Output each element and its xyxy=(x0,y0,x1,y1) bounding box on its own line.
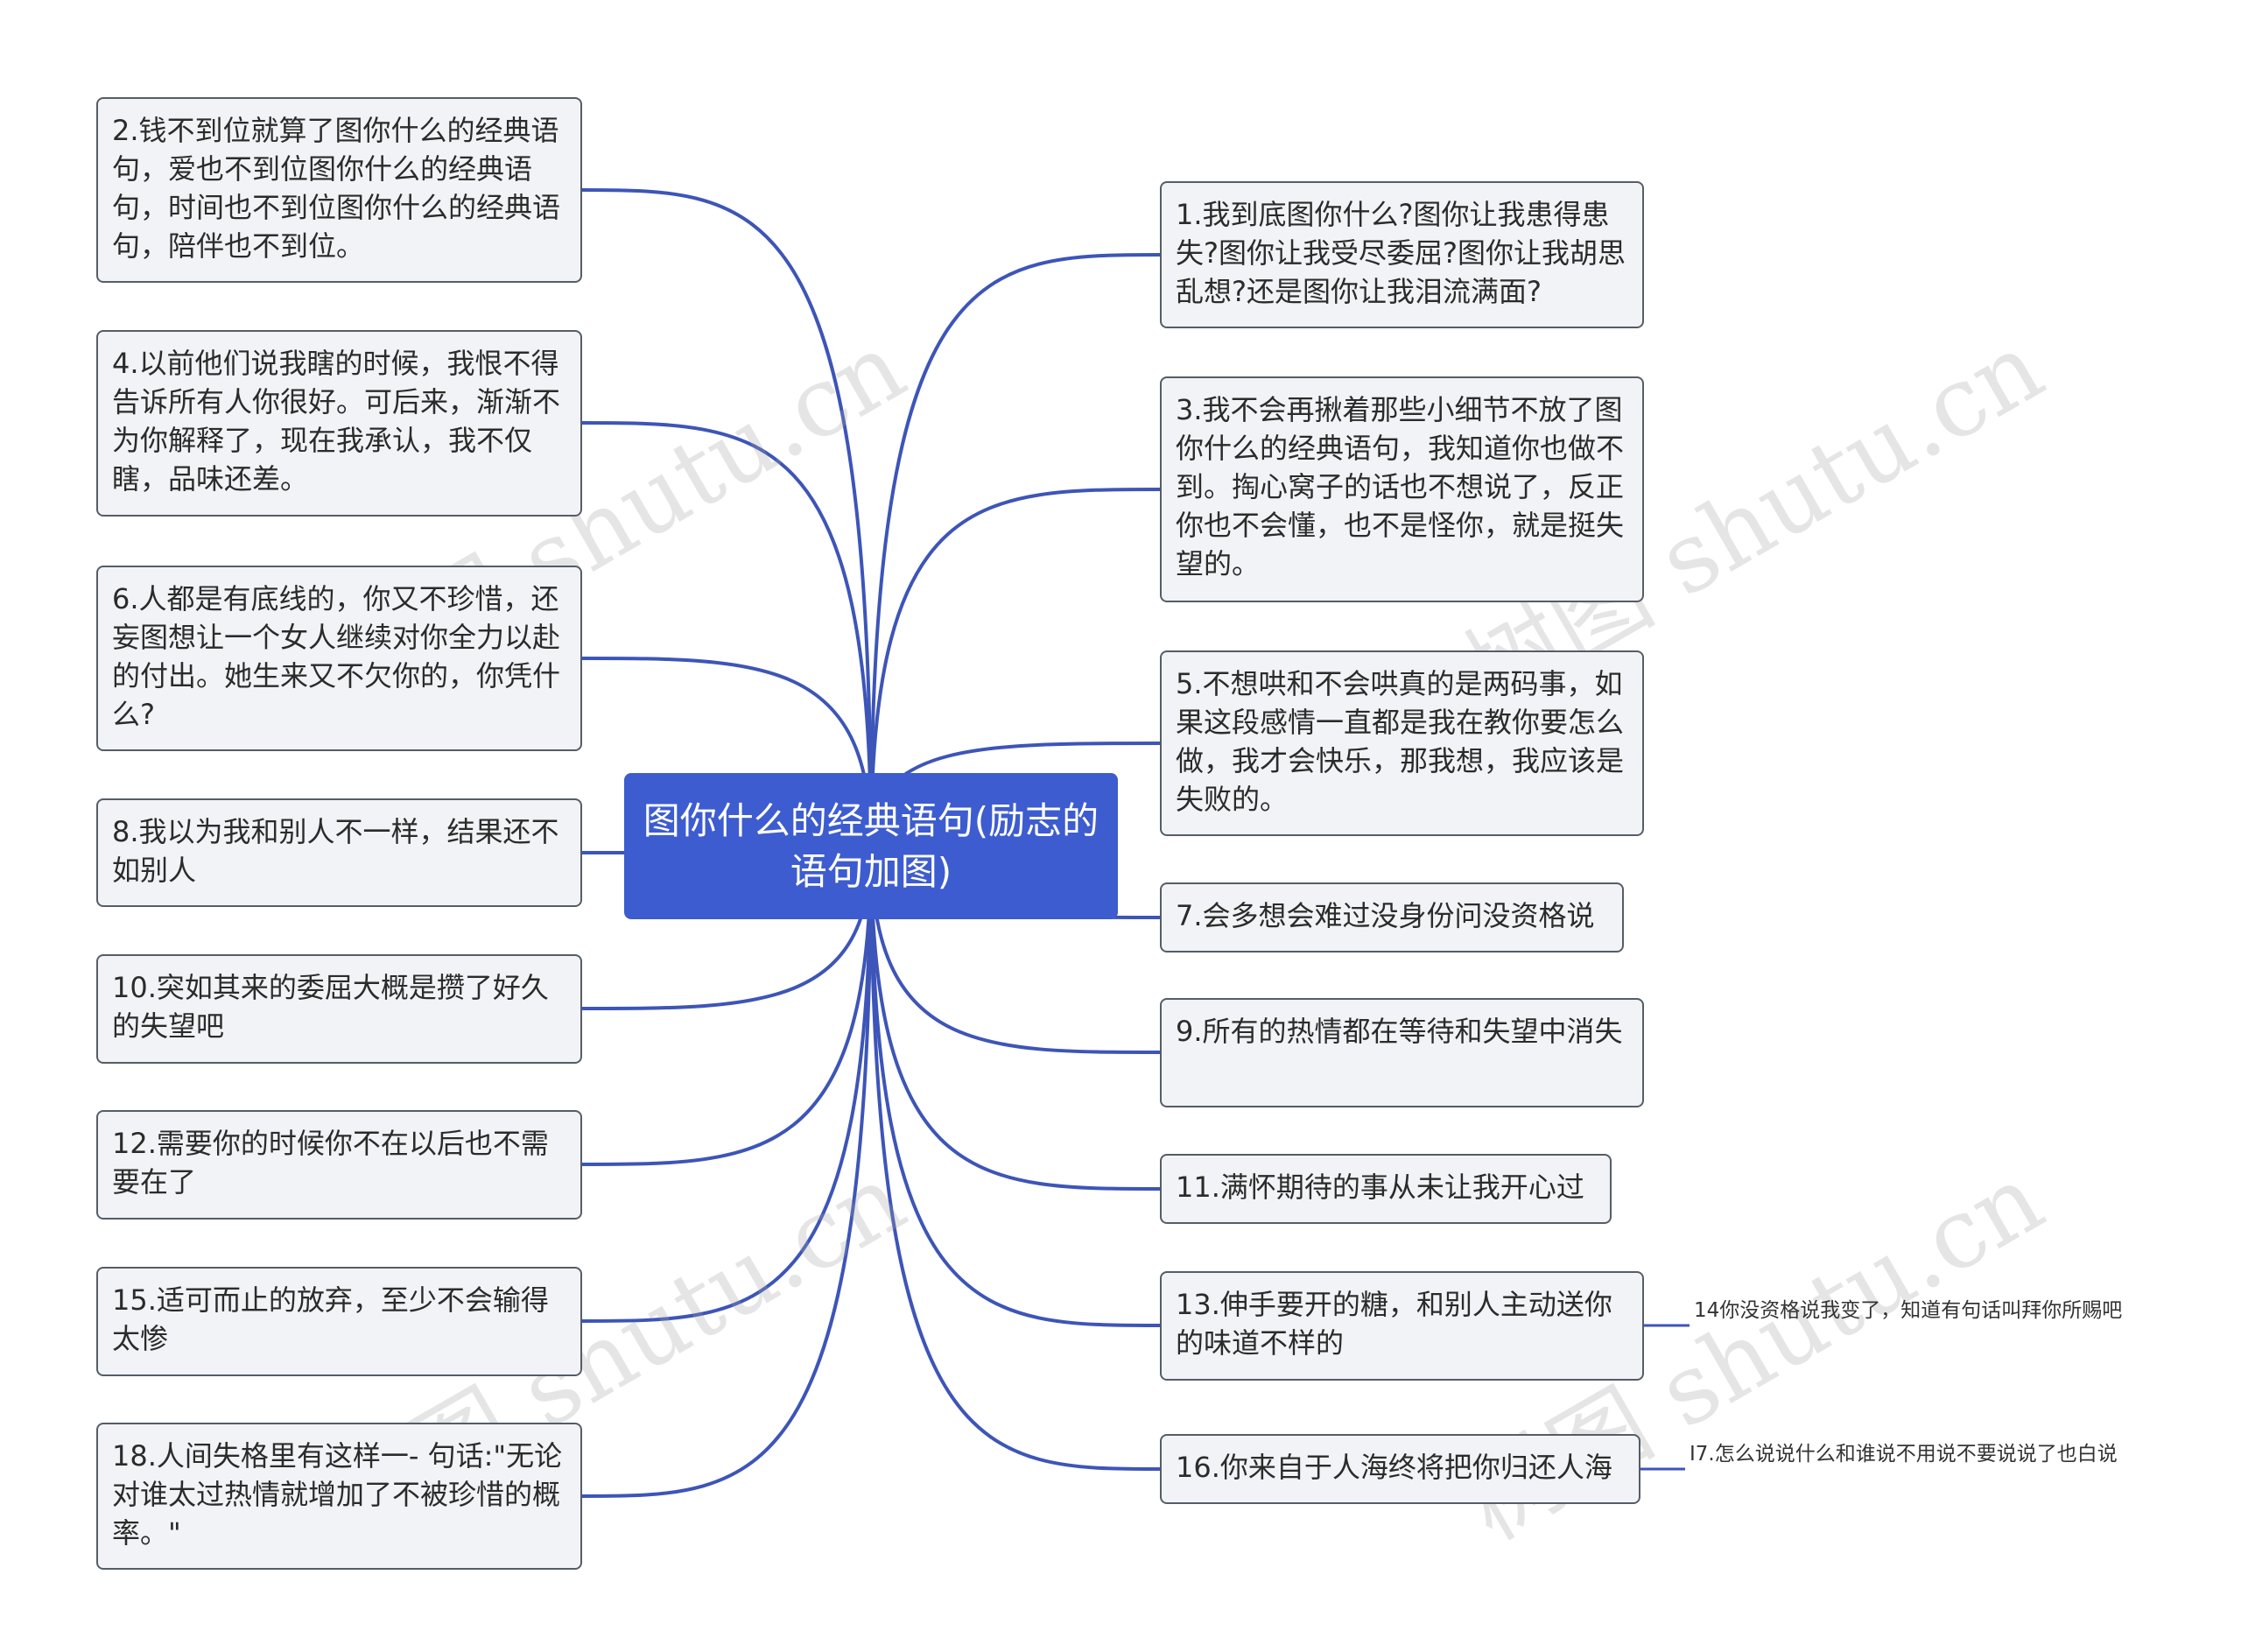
right-branch-edge xyxy=(869,845,1161,1327)
right-branch-edge xyxy=(869,253,1161,847)
left-branch-edge xyxy=(581,845,873,1498)
topic-label: 2.钱不到位就算了图你什么的经典语句，爱也不到位图你什么的经典语句，时间也不到位… xyxy=(112,114,561,263)
right-branch-edge xyxy=(869,845,1161,1191)
topic-label: 11.满怀期待的事从未让我开心过 xyxy=(1176,1170,1584,1204)
right-branch-edge xyxy=(869,845,1161,1471)
topic-label: 3.我不会再揪着那些小细节不放了图你什么的经典语句，我知道你也做不到。掏心窝子的… xyxy=(1176,393,1625,580)
subtopic-node-14[interactable]: 14你没资格说我变了，知道有句话叫拜你所赐吧 xyxy=(1694,1297,2149,1355)
topic-label: 10.突如其来的委屈大概是攒了好久的失望吧 xyxy=(112,971,549,1043)
topic-label: 13.伸手要开的糖，和别人主动送你的味道不样的 xyxy=(1176,1288,1612,1360)
root-topic[interactable]: 图你什么的经典语句(励志的语句加图) xyxy=(624,773,1118,919)
topic-label: 18.人间失格里有这样一- 句话:"无论对谁太过热情就增加了不被珍惜的概率。" xyxy=(112,1439,563,1550)
topic-label: 16.你来自于人海终将把你归还人海 xyxy=(1176,1451,1612,1484)
left-branch-edge xyxy=(581,421,873,847)
topic-node-4[interactable]: 4.以前他们说我瞎的时候，我恨不得告诉所有人你很好。可后来，渐渐不为你解释了，现… xyxy=(96,330,582,517)
topic-node-2[interactable]: 2.钱不到位就算了图你什么的经典语句，爱也不到位图你什么的经典语句，时间也不到位… xyxy=(96,97,582,283)
topic-node-3[interactable]: 3.我不会再揪着那些小细节不放了图你什么的经典语句，我知道你也做不到。掏心窝子的… xyxy=(1160,376,1644,602)
topic-node-1[interactable]: 1.我到底图你什么?图你让我患得患失?图你让我受尽委屈?图你让我胡思乱想?还是图… xyxy=(1160,181,1644,328)
topic-node-18[interactable]: 18.人间失格里有这样一- 句话:"无论对谁太过热情就增加了不被珍惜的概率。" xyxy=(96,1423,582,1570)
subtopic-label: 14你没资格说我变了，知道有句话叫拜你所赐吧 xyxy=(1694,1299,2123,1322)
topic-node-16[interactable]: 16.你来自于人海终将把你归还人海 xyxy=(1160,1434,1640,1504)
topic-label: 8.我以为我和别人不一样，结果还不如别人 xyxy=(112,815,559,887)
topic-node-7[interactable]: 7.会多想会难过没身份问没资格说 xyxy=(1160,882,1624,953)
root-topic-label: 图你什么的经典语句(励志的语句加图) xyxy=(643,798,1099,893)
topic-node-8[interactable]: 8.我以为我和别人不一样，结果还不如别人 xyxy=(96,798,582,907)
topic-label: 6.人都是有底线的，你又不珍惜，还妄图想让一个女人继续对你全力以赴的付出。她生来… xyxy=(112,582,561,731)
topic-node-12[interactable]: 12.需要你的时候你不在以后也不需要在了 xyxy=(96,1110,582,1220)
topic-label: 1.我到底图你什么?图你让我患得患失?图你让我受尽委屈?图你让我胡思乱想?还是图… xyxy=(1176,198,1626,308)
topic-label: 7.会多想会难过没身份问没资格说 xyxy=(1176,899,1595,932)
topic-node-15[interactable]: 15.适可而止的放弃，至少不会输得太惨 xyxy=(96,1267,582,1376)
topic-node-9[interactable]: 9.所有的热情都在等待和失望中消失 xyxy=(1160,998,1644,1107)
topic-label: 4.以前他们说我瞎的时候，我恨不得告诉所有人你很好。可后来，渐渐不为你解释了，现… xyxy=(112,347,561,496)
topic-label: 12.需要你的时候你不在以后也不需要在了 xyxy=(112,1127,549,1199)
topic-node-13[interactable]: 13.伸手要开的糖，和别人主动送你的味道不样的 xyxy=(1160,1271,1644,1381)
right-branch-edge xyxy=(869,488,1161,847)
topic-node-11[interactable]: 11.满怀期待的事从未让我开心过 xyxy=(1160,1154,1612,1224)
left-branch-edge xyxy=(581,845,873,1166)
left-branch-edge xyxy=(581,845,873,1323)
topic-node-5[interactable]: 5.不想哄和不会哄真的是两码事，如果这段感情一直都是我在教你要怎么做，我才会快乐… xyxy=(1160,650,1644,836)
topic-label: 5.不想哄和不会哄真的是两码事，如果这段感情一直都是我在教你要怎么做，我才会快乐… xyxy=(1176,667,1625,816)
subtopic-node-17[interactable]: I7.怎么说说什么和谁说不用说不要说说了也白说 xyxy=(1690,1441,2145,1499)
topic-label: 15.适可而止的放弃，至少不会输得太惨 xyxy=(112,1283,549,1355)
topic-node-10[interactable]: 10.突如其来的委屈大概是攒了好久的失望吧 xyxy=(96,954,582,1064)
topic-label: 9.所有的热情都在等待和失望中消失 xyxy=(1176,1015,1623,1048)
topic-node-6[interactable]: 6.人都是有底线的，你又不珍惜，还妄图想让一个女人继续对你全力以赴的付出。她生来… xyxy=(96,566,582,751)
left-branch-edge xyxy=(581,188,873,847)
subtopic-label: I7.怎么说说什么和谁说不用说不要说说了也白说 xyxy=(1690,1443,2118,1466)
right-branch-edge xyxy=(869,845,1161,1054)
